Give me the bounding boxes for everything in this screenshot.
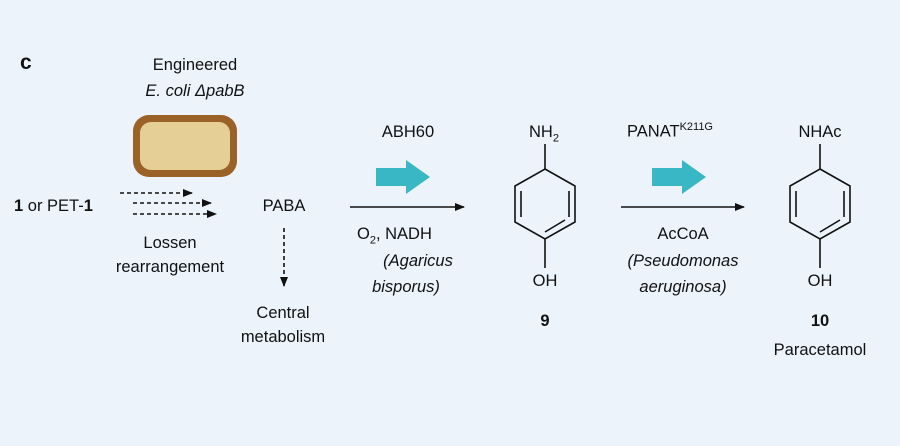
- nh-text: NH: [529, 123, 553, 141]
- organism-label-line2: E. coli ΔpabB: [145, 83, 244, 100]
- teal-arrow-icon-2: [652, 160, 706, 194]
- substrate-label: 1 or PET-1: [14, 198, 93, 215]
- step1-source-line2: bisporus): [372, 278, 440, 296]
- step2-cofactor: AcCoA: [657, 225, 709, 243]
- panel-label: c: [20, 51, 32, 74]
- compound10-number: 10: [810, 312, 830, 330]
- central-line1: Central: [256, 304, 310, 322]
- cofactor-o-subscript: 2: [369, 234, 376, 247]
- lossen-line2: rearrangement: [115, 258, 225, 276]
- compound9-bottom-group: OH: [532, 272, 558, 290]
- step2-source-line1: (Pseudomonas: [627, 252, 739, 270]
- compound10-top-group: NHAc: [798, 123, 842, 141]
- organism-gene: pabB: [206, 82, 245, 100]
- teal-arrow-icon-1: [376, 160, 430, 194]
- organism-species: E. coli Δ: [145, 82, 207, 100]
- cofactor-o: O: [357, 225, 370, 243]
- compound9-number: 9: [540, 312, 550, 330]
- compound9-top-group: NH2: [529, 124, 559, 144]
- cofactor-nadh: , NADH: [375, 225, 432, 243]
- panat-text: PANAT: [627, 122, 680, 141]
- benzene-ring-compound-9: [514, 144, 576, 268]
- substrate-or-text: or PET-: [23, 197, 84, 215]
- panat-superscript: K211G: [679, 121, 713, 133]
- enzyme-panat: PANATK211G: [627, 122, 713, 140]
- lossen-line1: Lossen: [143, 234, 197, 252]
- enzyme-abh60: ABH60: [381, 123, 435, 141]
- paba-label: PABA: [262, 197, 306, 215]
- central-line2: metabolism: [240, 328, 326, 346]
- step1-cofactors: O2, NADH: [357, 226, 432, 246]
- benzene-ring-compound-10: [789, 144, 851, 268]
- substrate-number-1: 1: [14, 197, 24, 215]
- substrate-number-2: 1: [83, 197, 93, 215]
- organism-label-line1: Engineered: [152, 56, 238, 74]
- step2-source-line2: aeruginosa): [639, 278, 727, 296]
- step1-source-line1: (Agaricus: [383, 252, 453, 270]
- dashed-arrows-to-paba: [120, 189, 217, 218]
- compound10-bottom-group: OH: [807, 272, 833, 290]
- compound10-name: Paracetamol: [773, 341, 867, 359]
- nh-subscript: 2: [552, 132, 559, 145]
- ecoli-cell-icon: [133, 115, 237, 177]
